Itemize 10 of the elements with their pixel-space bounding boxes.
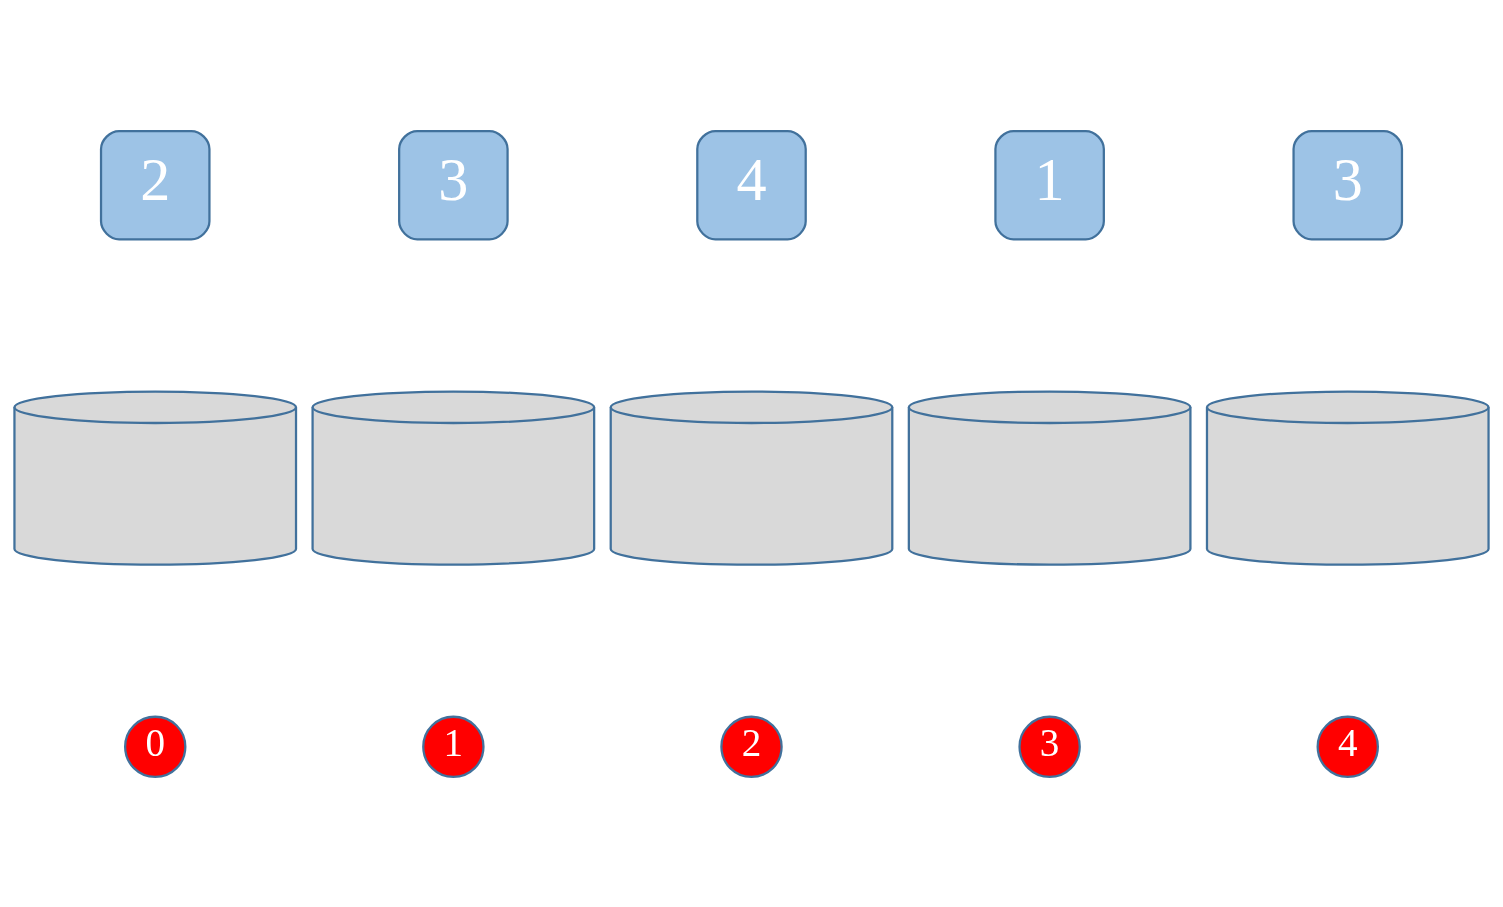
node-box: 3 <box>1292 129 1404 241</box>
node-circle: 1 <box>422 715 485 778</box>
node-box: 4 <box>696 129 807 241</box>
node-box: 3 <box>398 129 509 241</box>
node-circle: 4 <box>1316 715 1379 778</box>
node-box: 1 <box>994 129 1105 241</box>
node-circle: 3 <box>1018 715 1081 778</box>
node-circle: 2 <box>720 715 783 778</box>
node-box: 2 <box>99 129 211 241</box>
node-circle: 0 <box>124 715 187 778</box>
